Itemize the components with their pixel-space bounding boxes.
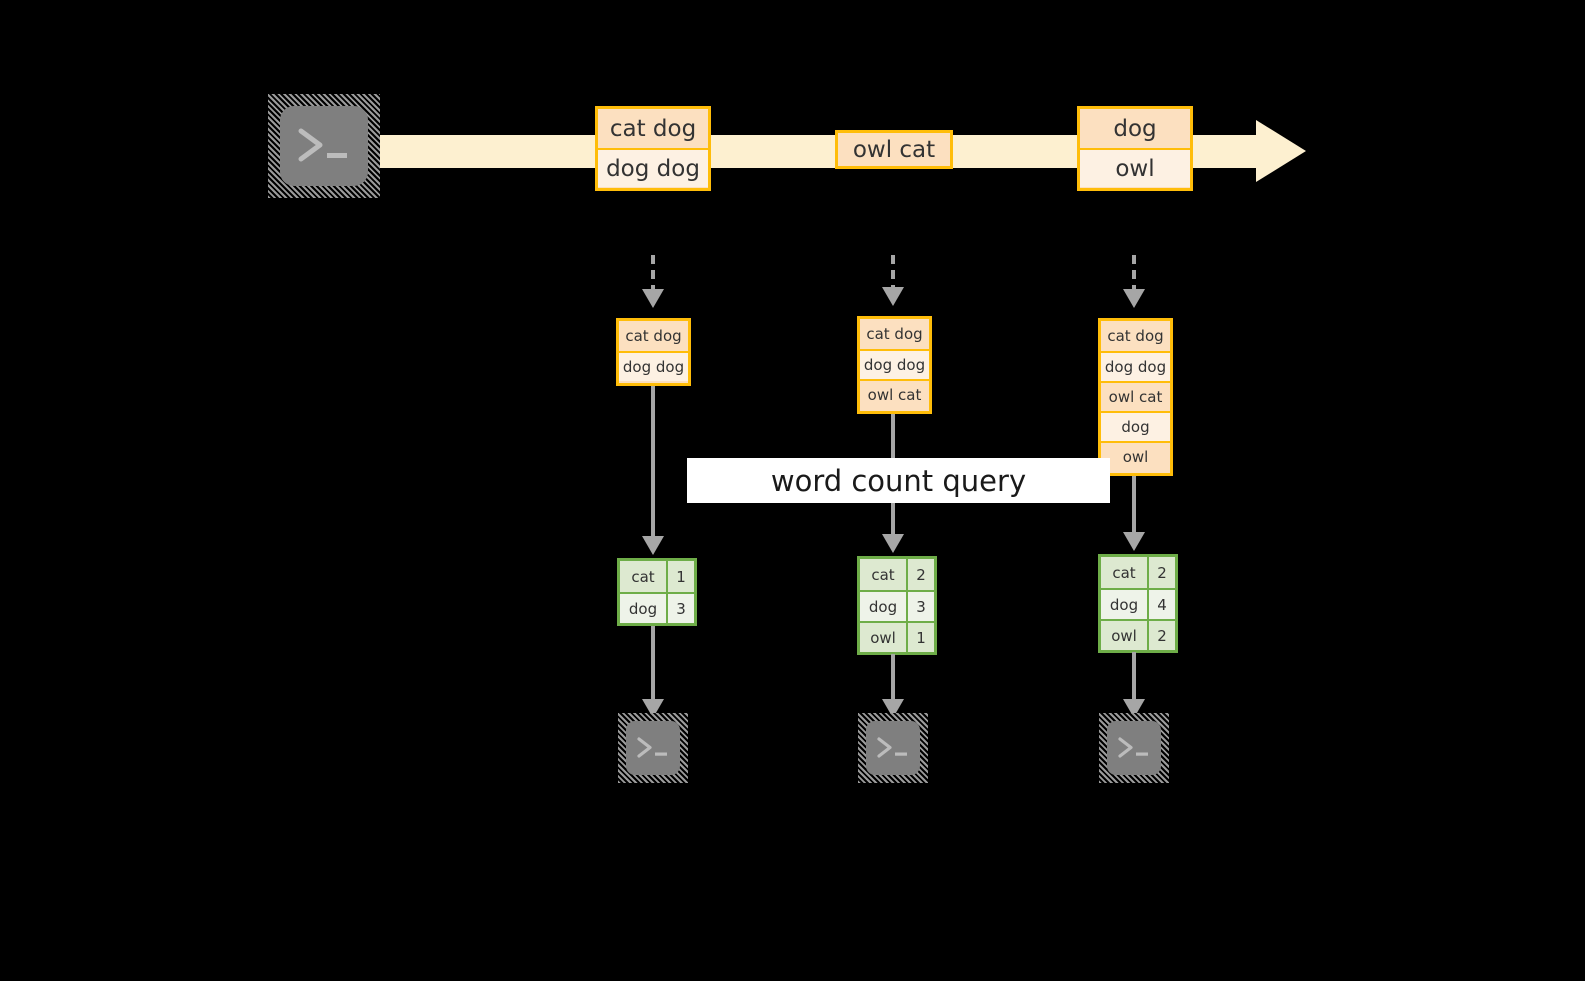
result-word: cat (871, 565, 895, 584)
result-table-3[interactable]: cat 2 dog 4 owl 2 (1098, 554, 1178, 653)
terminal-body (626, 721, 680, 775)
result-word: dog (1109, 595, 1139, 614)
result-count: 3 (666, 594, 694, 623)
result-count: 2 (906, 559, 934, 590)
result-table-1[interactable]: cat 1 dog 3 (617, 558, 697, 626)
result-row: owl 2 (1101, 619, 1175, 650)
snapshot-trigger-arrow-2 (891, 255, 895, 289)
snapshot-1-records[interactable]: cat dog dog dog (616, 318, 691, 386)
snapshot-record-line: owl (1101, 441, 1170, 471)
source-terminal[interactable] (268, 94, 380, 198)
query-arrowhead-1 (642, 536, 664, 555)
snapshot-trigger-arrow-3 (1132, 255, 1136, 291)
result-row: cat 2 (860, 559, 934, 590)
snapshot-trigger-arrowhead-3 (1123, 289, 1145, 308)
snapshot-record-line: dog (1101, 411, 1170, 441)
query-arrow-1 (651, 386, 655, 538)
result-word: owl (1111, 626, 1137, 645)
sink-arrow-1 (651, 626, 655, 701)
result-count: 2 (1147, 557, 1175, 588)
snapshot-2-records[interactable]: cat dog dog dog owl cat (857, 316, 932, 414)
terminal-prompt-icon (1118, 737, 1148, 758)
snapshot-record-line: cat dog (1101, 321, 1170, 351)
result-row: cat 2 (1101, 557, 1175, 588)
query-arrow-3 (1132, 476, 1136, 534)
snapshot-record-line: dog dog (619, 351, 688, 381)
result-word: dog (628, 599, 658, 618)
snapshot-trigger-arrow-1 (651, 255, 655, 291)
stream-record-line: dog (1080, 109, 1190, 148)
snapshot-record-line: dog dog (860, 349, 929, 379)
result-row: dog 4 (1101, 588, 1175, 619)
result-word: cat (1112, 563, 1136, 582)
result-row: dog 3 (620, 592, 694, 623)
stream-record-2[interactable]: owl cat (835, 130, 953, 169)
result-count: 1 (906, 623, 934, 652)
terminal-prompt-icon (637, 737, 667, 758)
sink-terminal-1[interactable] (618, 713, 688, 783)
snapshot-record-line: cat dog (619, 321, 688, 351)
result-count: 2 (1147, 621, 1175, 650)
result-count: 3 (906, 592, 934, 621)
terminal-body (280, 106, 368, 186)
snapshot-3-records[interactable]: cat dog dog dog owl cat dog owl (1098, 318, 1173, 476)
stream-arrowhead (1256, 120, 1306, 182)
stream-record-line: owl (1080, 148, 1190, 187)
result-row: dog 3 (860, 590, 934, 621)
snapshot-record-line: dog dog (1101, 351, 1170, 381)
stream-record-line: dog dog (598, 148, 708, 187)
query-arrowhead-2 (882, 534, 904, 553)
sink-arrow-3 (1132, 652, 1136, 701)
sink-terminal-2[interactable] (858, 713, 928, 783)
snapshot-record-line: owl cat (1101, 381, 1170, 411)
terminal-body (1107, 721, 1161, 775)
query-label: word count query (687, 458, 1110, 503)
result-word: cat (631, 567, 655, 586)
result-count: 1 (666, 561, 694, 592)
terminal-prompt-icon (298, 128, 347, 162)
result-count: 4 (1147, 590, 1175, 619)
result-table-2[interactable]: cat 2 dog 3 owl 1 (857, 556, 937, 655)
terminal-body (866, 721, 920, 775)
snapshot-trigger-arrowhead-2 (882, 287, 904, 306)
terminal-prompt-icon (877, 737, 907, 758)
sink-arrow-2 (891, 654, 895, 701)
snapshot-record-line: cat dog (860, 319, 929, 349)
result-row: cat 1 (620, 561, 694, 592)
sink-terminal-3[interactable] (1099, 713, 1169, 783)
stream-record-1[interactable]: cat dog dog dog (595, 106, 711, 191)
query-arrowhead-3 (1123, 532, 1145, 551)
snapshot-trigger-arrowhead-1 (642, 289, 664, 308)
result-word: owl (870, 628, 896, 647)
result-word: dog (868, 597, 898, 616)
stream-record-3[interactable]: dog owl (1077, 106, 1193, 191)
result-row: owl 1 (860, 621, 934, 652)
stream-record-line: owl cat (838, 133, 950, 166)
stream-record-line: cat dog (598, 109, 708, 148)
snapshot-record-line: owl cat (860, 379, 929, 409)
